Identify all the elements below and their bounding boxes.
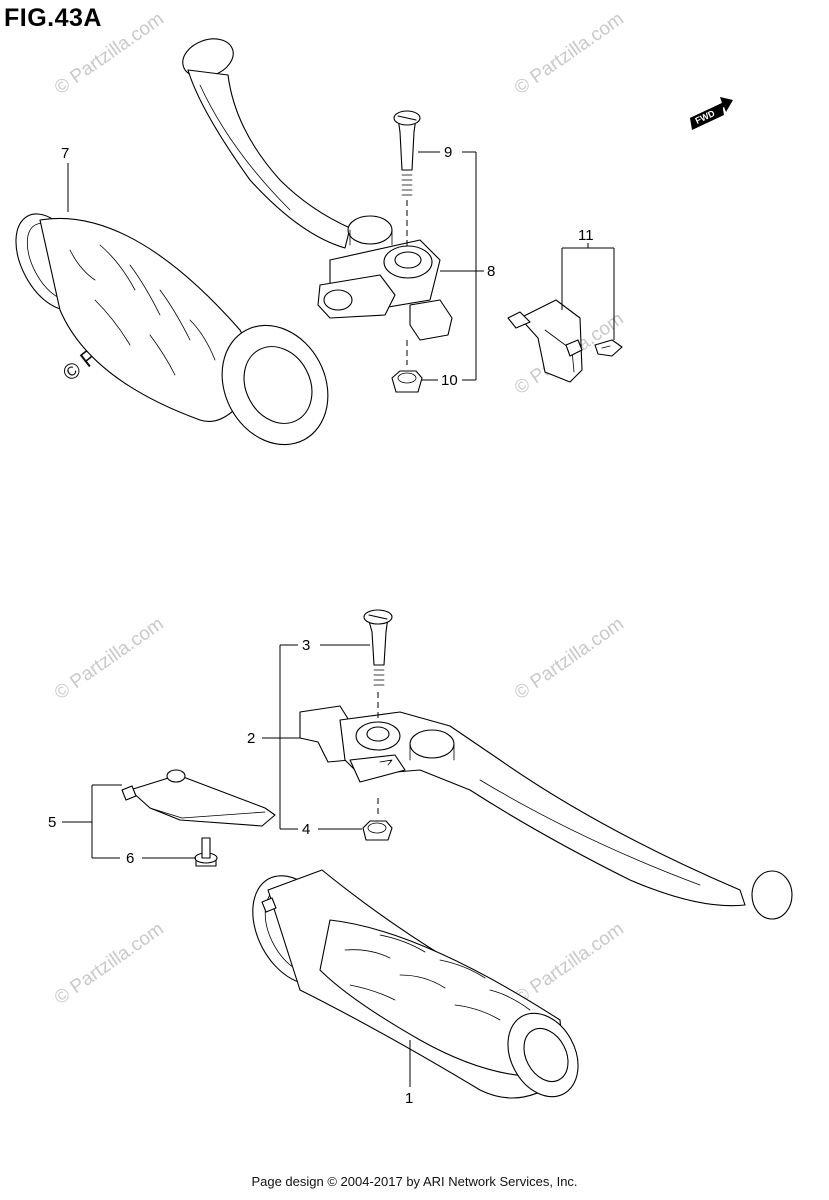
callout-2: 2 [247,730,255,747]
callout-6: 6 [126,850,134,867]
callout-3: 3 [302,637,310,654]
leader-lines [62,151,615,1087]
callout-10: 10 [441,372,458,389]
watermark: © Partzilla.com [511,8,628,99]
pivot-bolt-lower-part [363,609,393,720]
watermark: © Partzilla.com [511,918,628,1009]
watermark: © Partzilla.com [51,8,168,99]
watermark: © Partzilla.com [51,918,168,1009]
exploded-parts-diagram: © Partzilla.com © Partzilla.com © Partzi… [15,8,793,1107]
pivot-bolt-upper-part [393,110,421,250]
footer-copyright: Page design © 2004-2017 by ARI Network S… [251,1174,578,1189]
callout-1: 1 [405,1090,413,1107]
watermarks: © Partzilla.com © Partzilla.com © Partzi… [51,8,628,1009]
callouts: 7 9 8 10 11 3 2 4 5 6 1 [48,144,594,1107]
watermark: © Partzilla.com [51,613,168,704]
fwd-arrow-icon: FWD [690,97,733,130]
lever-nut-lower-part [362,798,393,841]
callout-4: 4 [302,821,310,838]
clutch-lever-part [182,38,453,341]
throttle-grip-part [252,869,579,1099]
callout-11: 11 [578,227,594,244]
brake-lever-part [299,705,793,920]
lever-nut-upper-part [391,340,423,393]
grip-left-part [15,213,329,446]
watermark: © Partzilla.com [511,613,628,704]
figure-title: FIG.43A [4,4,102,32]
callout-7: 7 [61,145,69,162]
callout-8: 8 [487,263,495,280]
callout-5: 5 [48,814,56,831]
callout-9: 9 [444,144,452,161]
clutch-switch-part [507,299,623,383]
switch-screw-part [194,837,218,867]
brake-switch-part [121,769,276,827]
